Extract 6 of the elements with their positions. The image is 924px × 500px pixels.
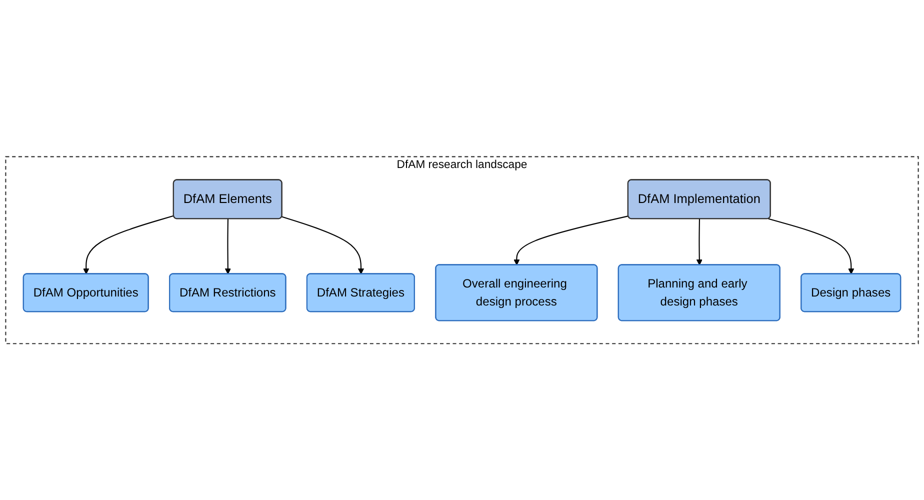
- arrow: [83, 215, 174, 274]
- arrow: [514, 215, 628, 266]
- arrow: [696, 218, 703, 266]
- arrow: [282, 216, 364, 274]
- arrow: [224, 218, 232, 274]
- arrow: [768, 218, 854, 274]
